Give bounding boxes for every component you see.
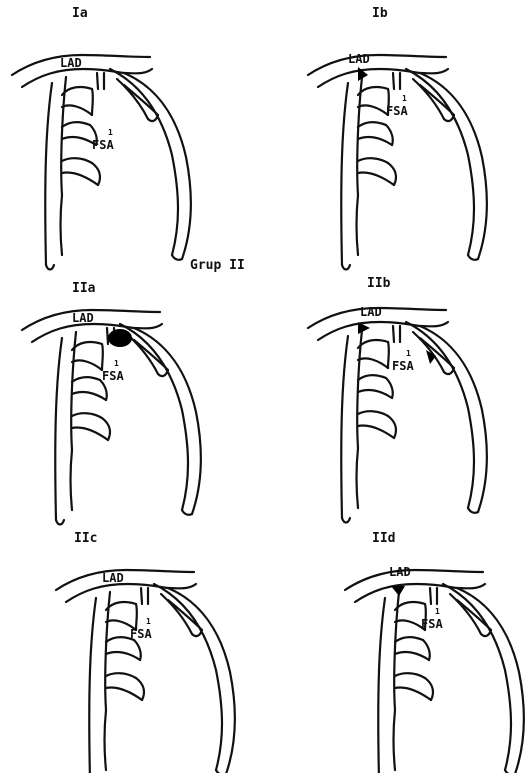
fsa-label: FSA (386, 104, 408, 118)
panel-ia: LAD FSA 1 (12, 55, 191, 270)
fsa-label: FSA (392, 359, 414, 373)
lad-label: LAD (360, 305, 382, 319)
fsa-subscript: 1 (435, 607, 440, 616)
lesion (108, 329, 132, 347)
panel-iic: LAD FSA 1 (56, 570, 235, 773)
lad-label: LAD (348, 52, 370, 66)
fsa-subscript: 1 (146, 617, 151, 626)
fsa-subscript: 1 (402, 94, 407, 103)
fsa-subscript: 1 (114, 359, 119, 368)
lad-label: LAD (60, 56, 82, 70)
panel-iid: LAD FSA 1 (345, 565, 524, 773)
fsa-label: FSA (102, 369, 124, 383)
panel-iia: LAD FSA 1 (22, 310, 201, 525)
fsa-label: FSA (92, 138, 114, 152)
lad-label: LAD (72, 311, 94, 325)
lad-label: LAD (102, 571, 124, 585)
fsa-label: FSA (421, 617, 443, 631)
fsa-label: FSA (130, 627, 152, 641)
fsa-subscript: 1 (108, 128, 113, 137)
lesion (391, 586, 405, 596)
panel-iib: LAD FSA 1 (308, 305, 487, 523)
panel-ib: LAD FSA 1 (308, 52, 487, 270)
lad-label: LAD (389, 565, 411, 579)
fsa-subscript: 1 (406, 349, 411, 358)
